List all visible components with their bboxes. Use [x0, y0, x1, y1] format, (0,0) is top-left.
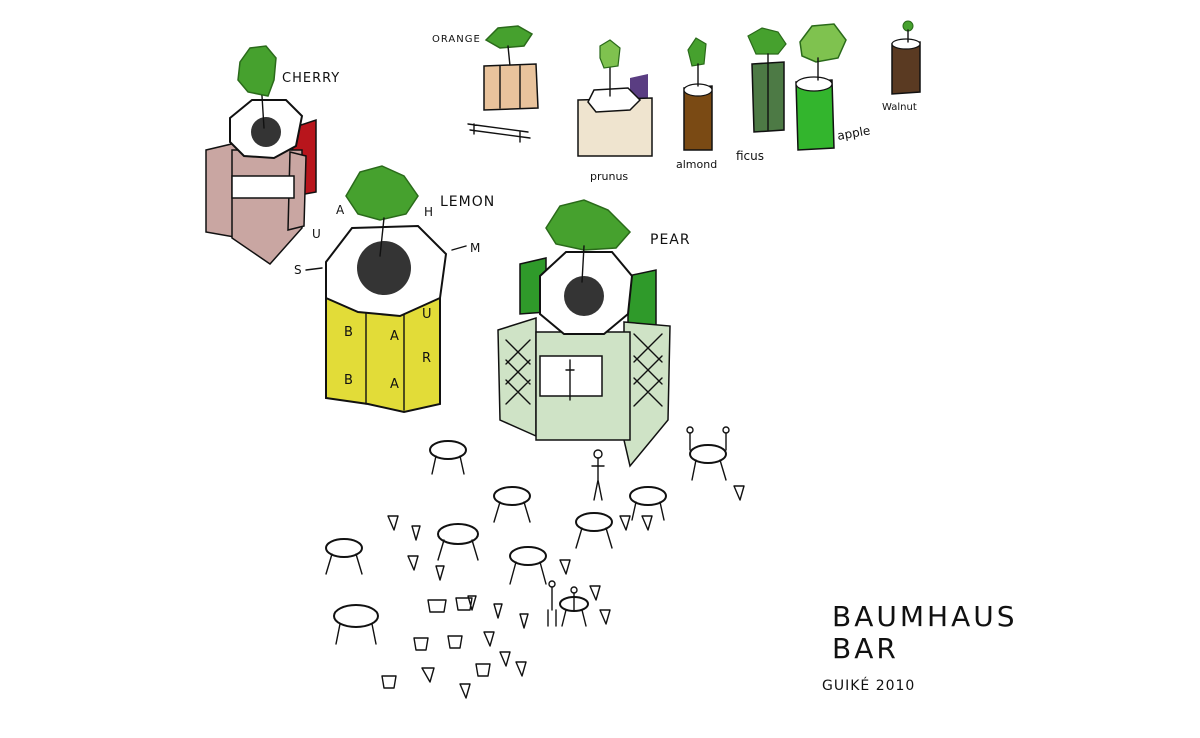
- orange-tree-box: ORANGE: [432, 25, 539, 143]
- pear-person: [565, 359, 575, 401]
- lemon-label: LEMON: [440, 194, 495, 210]
- seating-area: [325, 426, 745, 699]
- pear-crosshatch: [505, 333, 663, 407]
- orange-canopy: [484, 25, 534, 49]
- cherry-label: CHERRY: [282, 71, 340, 86]
- table: [509, 546, 547, 585]
- prunus-canopy: [599, 39, 621, 69]
- lemon-panel-a2: A: [390, 377, 399, 392]
- orange-label: ORANGE: [432, 34, 481, 45]
- table: [325, 538, 363, 575]
- almond-canopy: [687, 37, 707, 67]
- pear-screen-left: [497, 316, 537, 438]
- walnut-tree-box: Walnut: [882, 20, 921, 113]
- pear-trunk-hole: [564, 276, 604, 316]
- lemon-kiosk: LEMON A H U M S B A U B A R: [294, 165, 495, 414]
- pear-window: [539, 355, 603, 397]
- orange-box: [483, 63, 539, 111]
- cherry-trunk-hole: [251, 117, 281, 147]
- lemon-panel-r: R: [422, 351, 431, 366]
- pear-trunk: [581, 245, 585, 283]
- prunus-label: prunus: [590, 170, 628, 183]
- lemon-panel-u: U: [422, 307, 432, 322]
- title-line-1: BAUMHAUS: [832, 600, 1018, 633]
- ficus-canopy: [747, 27, 787, 55]
- cherry-panel-right: [287, 151, 307, 231]
- lemon-roof-letter-h: H: [424, 205, 433, 219]
- lemon-trunk-hole: [357, 241, 411, 295]
- lemon-roof-letter-s: S: [294, 263, 302, 277]
- table: [493, 486, 531, 523]
- table: [333, 604, 379, 645]
- apple-label: apple: [836, 123, 871, 143]
- cherry-window: [231, 175, 295, 199]
- pear-canopy: [545, 199, 632, 251]
- lemon-panel-b2: B: [344, 373, 353, 388]
- prunus-tree-box: prunus: [577, 39, 653, 183]
- lemon-panel-edges: [365, 299, 405, 411]
- pear-kiosk: PEAR: [497, 199, 691, 468]
- lemon-roof-letter-a: A: [336, 203, 345, 217]
- apple-canopy: [799, 23, 847, 63]
- table: [689, 444, 727, 481]
- cherry-kiosk: CHERRY: [205, 45, 340, 265]
- table: [629, 486, 667, 521]
- ficus-label: ficus: [736, 149, 764, 163]
- orange-trunk: [507, 45, 511, 67]
- apple-top: [795, 76, 833, 92]
- table: [429, 440, 467, 475]
- lemon-roof-letter-u: U: [312, 227, 321, 241]
- prunus-top: [587, 87, 642, 113]
- almond-tree-box: almond: [676, 37, 717, 171]
- signature: GUIKÉ 2010: [822, 677, 915, 694]
- people: [547, 426, 730, 627]
- lemon-roof-leaders: [305, 245, 467, 271]
- table: [437, 523, 479, 561]
- lemon-canopy: [345, 165, 419, 221]
- stools: [381, 485, 745, 699]
- walnut-label: Walnut: [882, 102, 917, 113]
- apple-tree-box: apple: [795, 23, 871, 151]
- lemon-trunk: [379, 217, 385, 257]
- orange-bench: [467, 123, 531, 143]
- walnut-box: [891, 41, 921, 95]
- walnut-top: [891, 38, 921, 50]
- lemon-panel-a1: A: [390, 329, 399, 344]
- table: [575, 512, 613, 549]
- cherry-canopy: [237, 45, 277, 97]
- lemon-roof-letter-m: M: [470, 241, 480, 255]
- lemon-panel-b1: B: [344, 325, 353, 340]
- pear-label: PEAR: [650, 232, 691, 248]
- title-line-2: BAR: [832, 632, 899, 665]
- almond-label: almond: [676, 158, 717, 171]
- orange-panel-lines: [499, 65, 521, 109]
- pear-screen-right: [623, 321, 671, 468]
- ficus-tree-box: ficus: [736, 27, 787, 163]
